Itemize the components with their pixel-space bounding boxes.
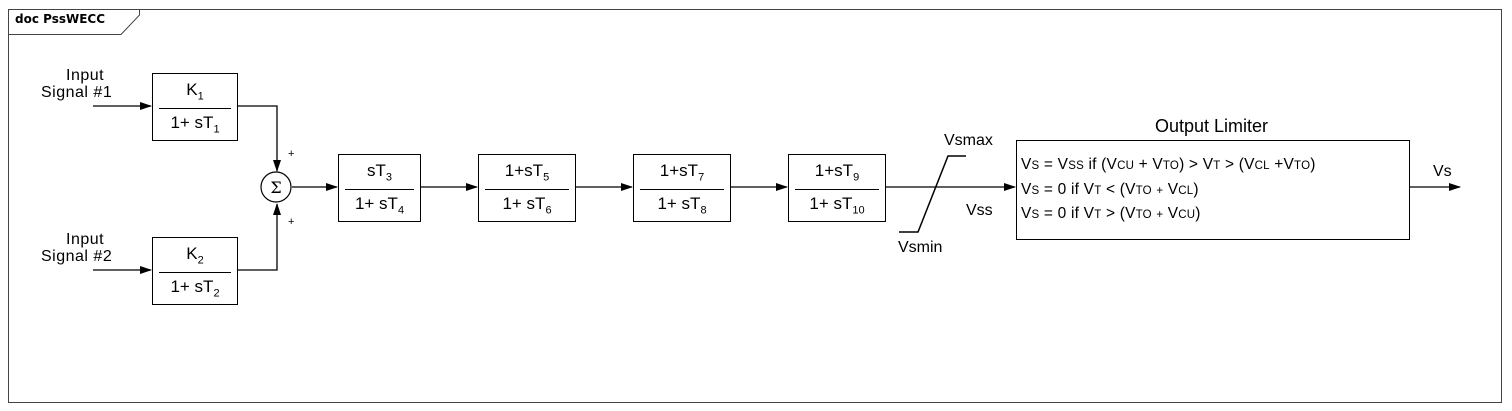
block2-fraction-bar [159, 272, 231, 273]
block2-den-sub: 2 [213, 287, 220, 300]
block5-den-sub: 8 [700, 204, 707, 217]
input1-label-line1: Input [66, 67, 105, 84]
vss-label: Vss [966, 202, 993, 219]
output-limiter-title: Output Limiter [1155, 116, 1269, 136]
block3-den-sub: 4 [397, 204, 405, 217]
summer-sign-bottom: + [288, 216, 294, 228]
block4-den: 1+ sT [502, 194, 546, 213]
summing-junction [260, 171, 292, 203]
block3-den: 1+ sT [354, 194, 398, 213]
summer-symbol: Σ [270, 178, 281, 197]
limiter-equation-3: VS = 0 if VT > (VTO + VCU) [1021, 205, 1201, 222]
doc-tab [8, 9, 140, 35]
lead-lag-block-2: 1+sT7 1+ sT8 [633, 154, 731, 222]
input1-label-line2: Signal #1 [41, 84, 113, 101]
block6-fraction-bar [795, 189, 879, 190]
lead-lag-block-1: 1+sT5 1+ sT6 [478, 154, 576, 222]
b2-to-sum-wire [238, 203, 281, 271]
block3-num-sub: 3 [385, 171, 392, 184]
block4-fraction-bar [485, 189, 569, 190]
block4-den-sub: 6 [545, 204, 552, 217]
block5-fraction-bar [640, 189, 724, 190]
block5-den: 1+ sT [657, 194, 701, 213]
limiter-equation-2: VS = 0 if VT < (VTO + VCL) [1021, 181, 1199, 198]
block6-den: 1+ sT [809, 194, 853, 213]
block3-fraction-bar [345, 189, 414, 190]
limiter-equation-1: VS = VSS if (VCU + VTO) > VT > (VCL +VTO… [1021, 156, 1316, 173]
block2-den: 1+ sT [170, 277, 214, 296]
block2-num-sub: 2 [197, 254, 204, 267]
vsmax-label: Vsmax [944, 132, 993, 149]
block2-num: K [186, 244, 198, 263]
block1-fraction-bar [159, 108, 231, 109]
block6-num: 1+sT [814, 161, 854, 180]
output-label: Vs [1433, 163, 1452, 180]
block1-den-sub: 1 [213, 123, 220, 136]
block5-num-sub: 7 [698, 171, 705, 184]
block6-den-sub: 10 [852, 204, 865, 217]
block1-num-sub: 1 [197, 90, 204, 103]
saturation-limiter-curve [899, 155, 966, 233]
summer-sign-top: + [288, 148, 294, 160]
block6-num-sub: 9 [853, 171, 860, 184]
block1-num: K [186, 80, 198, 99]
gain-block-2: K2 1+ sT2 [152, 237, 238, 305]
washout-block: sT3 1+ sT4 [338, 154, 421, 222]
output-limiter-block [1016, 140, 1410, 240]
vsmin-label: Vsmin [898, 239, 943, 256]
block3-num: sT [366, 161, 386, 180]
doc-tab-label: doc PssWECC [15, 12, 106, 26]
input2-label-line1: Input [66, 231, 105, 248]
input2-label-line2: Signal #2 [41, 248, 113, 265]
block5-num: 1+sT [659, 161, 699, 180]
block4-num: 1+sT [504, 161, 544, 180]
gain-block-1: K1 1+ sT1 [152, 73, 238, 141]
b1-to-sum-wire [238, 105, 281, 172]
lead-lag-block-3: 1+sT9 1+ sT10 [788, 154, 886, 222]
block1-den: 1+ sT [170, 113, 214, 132]
block4-num-sub: 5 [543, 171, 550, 184]
